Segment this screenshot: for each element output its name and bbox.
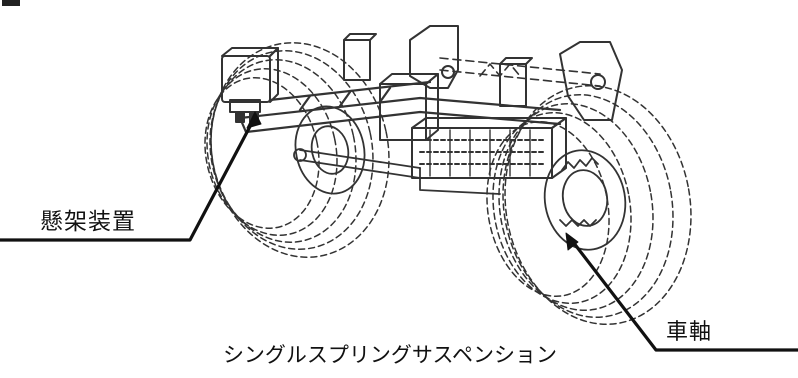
torque-rod: [439, 57, 601, 87]
corner-mark: [2, 0, 20, 6]
suspension-pointer-arrowhead: [246, 111, 262, 129]
diagram-caption: シングルスプリングサスペンション: [222, 343, 558, 367]
suspension-pointer-line: [0, 115, 257, 242]
axle-label: 車軸: [666, 320, 713, 345]
right-wheel: [486, 84, 692, 326]
lower-links: [293, 148, 501, 195]
axle-pointer-line: [568, 236, 798, 352]
axle-pointer-arrowhead: [565, 232, 579, 251]
suspension-label: 懸架装置: [40, 209, 136, 235]
right-hub: [543, 149, 627, 251]
left-wheel: [204, 42, 390, 258]
upper-brackets: [343, 25, 623, 121]
spring-block: [379, 73, 567, 179]
left-hub: [294, 105, 366, 195]
